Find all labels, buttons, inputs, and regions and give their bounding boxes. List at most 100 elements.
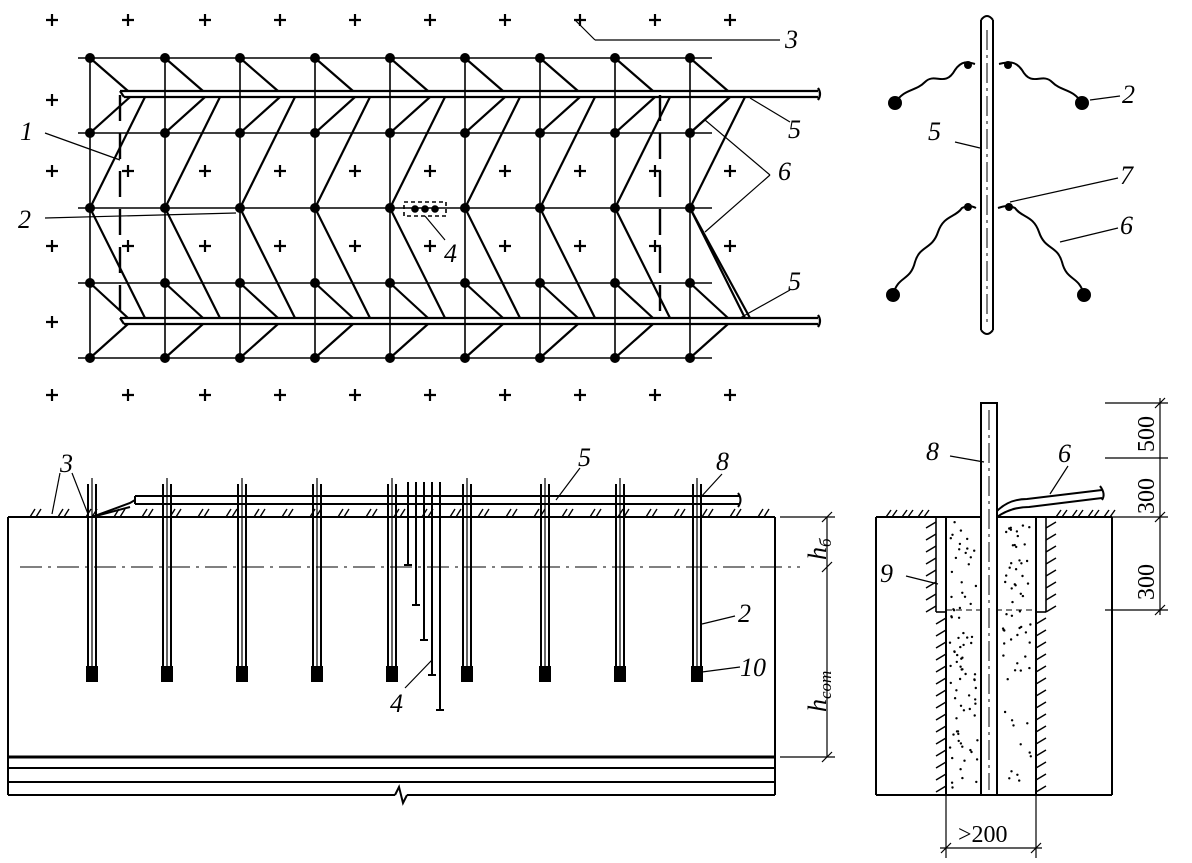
hatch-mark [197, 508, 210, 518]
electrode-tip [86, 666, 98, 682]
connecting-wire [689, 282, 729, 319]
connecting-wire [389, 323, 429, 359]
concrete-dot [1011, 544, 1015, 547]
plus-marker [274, 14, 286, 26]
electrode-node [310, 203, 320, 213]
plus-marker [46, 165, 58, 177]
hatch-mark [1045, 545, 1057, 553]
connecting-wire [314, 96, 371, 209]
hatch-mark [1103, 509, 1116, 518]
svg-text:hб: hб [803, 538, 835, 560]
plus-marker [349, 240, 361, 252]
connecting-wire [689, 207, 751, 319]
electrode-node [160, 203, 170, 213]
concrete-dot [960, 581, 963, 584]
plus-marker [574, 240, 586, 252]
hatch-mark [729, 508, 742, 518]
hatch-mark [1055, 509, 1068, 518]
electrode-node [460, 278, 470, 288]
well-leaders [905, 455, 1069, 585]
plus-marker [46, 14, 58, 26]
plus-marker [349, 389, 361, 401]
connecting-wire [614, 323, 654, 359]
callout-1: 1 [20, 117, 33, 146]
concrete-dot [1014, 584, 1017, 587]
hatch-mark [1045, 557, 1057, 565]
plus-marker [274, 389, 286, 401]
hatch-mark [757, 508, 770, 518]
hatch-mark [29, 508, 42, 518]
concrete-dot [969, 602, 972, 606]
well-callout-6: 6 [1058, 439, 1071, 468]
dim-300-lower: 300 [1134, 564, 1160, 600]
electrode-node [685, 203, 695, 213]
hatch-mark [901, 509, 914, 518]
concrete-dot [955, 689, 958, 692]
well-dimensions [940, 397, 1168, 858]
connecting-wire [539, 323, 579, 359]
plan-leaders [44, 19, 791, 319]
section-view: 3 5 8 2 10 4 hб hcom [7, 443, 835, 806]
plus-marker [574, 14, 586, 26]
plus-marker [46, 240, 58, 252]
concrete-dot [957, 616, 961, 619]
electrode-node [310, 128, 320, 138]
electrode-node [460, 53, 470, 63]
plus-markers [46, 14, 736, 401]
electrode-node [685, 278, 695, 288]
concrete-dot [1016, 773, 1019, 776]
electrode-node [610, 278, 620, 288]
concrete-dot [1018, 779, 1021, 782]
hatch-mark [57, 508, 70, 518]
plus-marker [46, 94, 58, 106]
connecting-wire [389, 282, 429, 319]
electrode-node [385, 128, 395, 138]
connecting-wire [614, 57, 654, 92]
connecting-wire [89, 96, 146, 209]
well-cable-6 [996, 485, 1105, 518]
plus-marker [649, 389, 661, 401]
concrete-dot [1026, 582, 1030, 585]
hatch-mark [645, 508, 658, 518]
connecting-wire [164, 282, 204, 319]
concrete-dot [1009, 526, 1012, 529]
concrete-dot [966, 547, 969, 550]
connecting-wire [239, 323, 279, 359]
concrete-dot [1019, 592, 1022, 595]
connecting-wire [539, 57, 579, 92]
connecting-wire [614, 282, 654, 319]
connecting-wire [689, 323, 729, 359]
electrode-node [160, 278, 170, 288]
connecting-wire [314, 282, 354, 319]
electrode-node [385, 203, 395, 213]
electrode-node [310, 53, 320, 63]
plus-marker [649, 240, 661, 252]
plus-marker [122, 389, 134, 401]
concrete-dot [969, 556, 972, 559]
plus-marker [46, 316, 58, 328]
concrete-dot [959, 665, 962, 668]
concrete-dot [975, 780, 978, 784]
hatch-mark [253, 508, 266, 518]
detail-callout-7: 7 [1120, 161, 1134, 190]
electrode-nodes [85, 53, 695, 363]
concrete-dot [1010, 770, 1013, 773]
connecting-wire [614, 96, 656, 134]
electrode-node [685, 53, 695, 63]
plus-marker [574, 389, 586, 401]
connecting-wire [464, 96, 506, 134]
electrode-node [535, 128, 545, 138]
electrode-node [85, 353, 95, 363]
connecting-wire [389, 57, 429, 92]
concrete-dot [954, 556, 958, 560]
concrete-dot [1016, 633, 1019, 637]
connecting-wire [239, 57, 279, 92]
concrete-dot [966, 537, 969, 541]
concrete-dot [955, 730, 959, 733]
concrete-dot [1018, 559, 1021, 562]
concrete-dot [1018, 610, 1022, 613]
concrete-dot [1002, 654, 1005, 657]
plus-marker [724, 389, 736, 401]
hatch-mark [925, 605, 937, 613]
callout-2: 2 [18, 205, 31, 234]
